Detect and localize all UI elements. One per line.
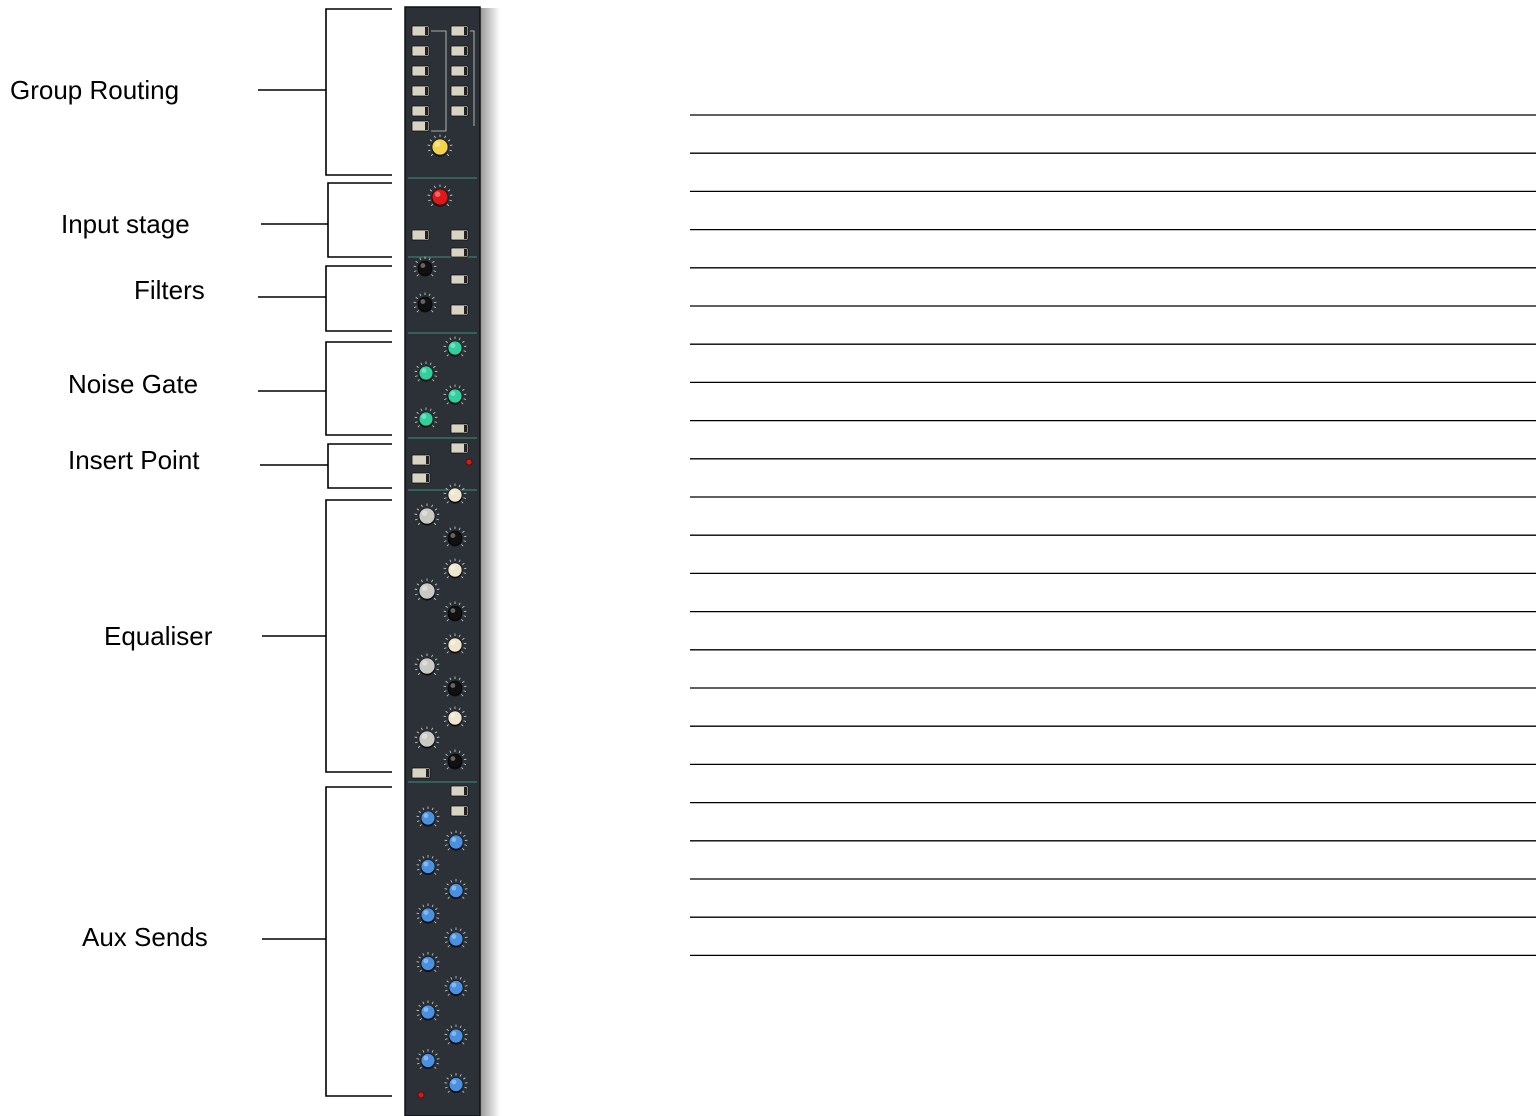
insert-led	[466, 459, 472, 465]
routing-button[interactable]	[412, 46, 429, 56]
bracket-group-routing	[258, 9, 392, 175]
label-insert-point: Insert Point	[68, 445, 200, 475]
bracket-insert-point	[260, 444, 392, 488]
input-button[interactable]	[412, 230, 429, 240]
filter-button[interactable]	[451, 305, 468, 315]
label-group-routing: Group Routing	[10, 75, 179, 105]
routing-button[interactable]	[412, 121, 429, 131]
peak-led	[418, 1092, 424, 1098]
aux-button[interactable]	[451, 786, 468, 796]
input-button[interactable]	[451, 230, 468, 240]
insert-button[interactable]	[412, 455, 430, 465]
brackets	[258, 9, 392, 1096]
routing-button[interactable]	[412, 66, 429, 76]
label-aux-sends: Aux Sends	[82, 922, 208, 952]
filter-button[interactable]	[451, 275, 468, 284]
label-input-stage: Input stage	[61, 209, 190, 239]
bracket-aux-sends	[262, 787, 392, 1096]
routing-button[interactable]	[412, 26, 429, 36]
routing-button[interactable]	[451, 106, 468, 116]
strip-shadow	[478, 8, 500, 1116]
routing-button[interactable]	[451, 66, 468, 76]
bracket-input-stage	[261, 183, 392, 257]
answer-lines	[690, 115, 1536, 955]
eq-button[interactable]	[412, 768, 430, 778]
label-filters: Filters	[134, 275, 205, 305]
gate-button[interactable]	[451, 424, 468, 433]
strip-body	[405, 7, 480, 1116]
routing-button[interactable]	[451, 26, 468, 36]
bracket-noise-gate	[258, 342, 392, 435]
routing-button[interactable]	[412, 106, 429, 116]
bracket-filters	[258, 266, 392, 331]
routing-button[interactable]	[412, 86, 429, 96]
label-noise-gate: Noise Gate	[68, 369, 198, 399]
label-equaliser: Equaliser	[104, 621, 213, 651]
aux-button[interactable]	[451, 806, 468, 816]
channel-strip	[405, 7, 500, 1116]
insert-button[interactable]	[451, 443, 468, 453]
input-button[interactable]	[451, 248, 468, 257]
routing-button[interactable]	[451, 46, 468, 56]
routing-button[interactable]	[451, 86, 468, 96]
insert-button[interactable]	[412, 473, 430, 483]
bracket-equaliser	[262, 500, 392, 772]
